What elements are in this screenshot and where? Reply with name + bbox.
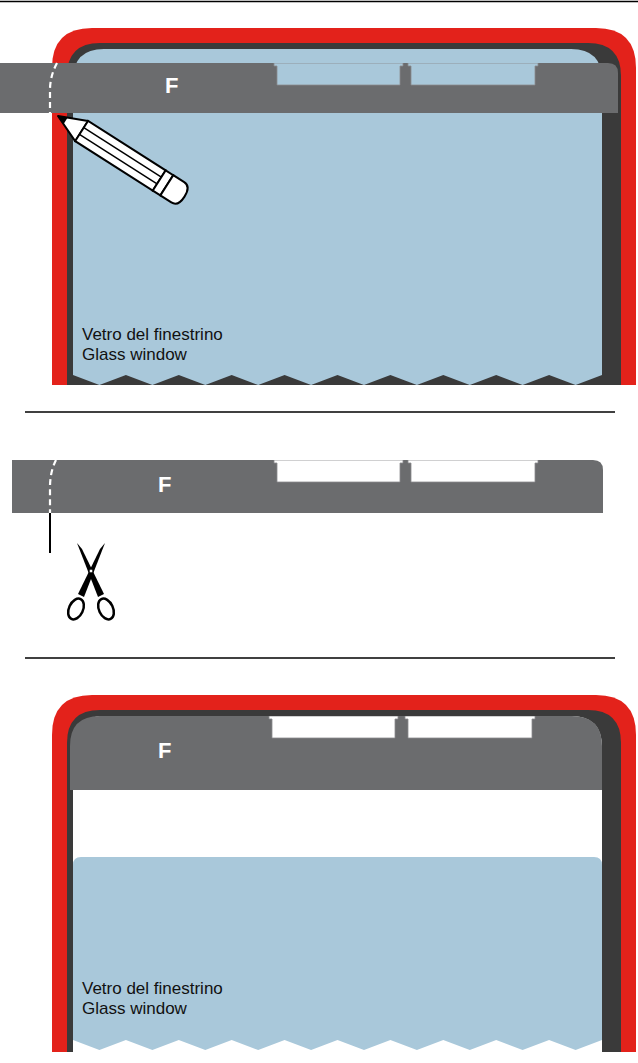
template-strip: F <box>70 716 602 790</box>
strip-outline <box>12 460 603 513</box>
strip-body <box>0 63 618 113</box>
strip-tab <box>405 716 535 738</box>
glass-label-group: Vetro del finestrinoGlass window <box>82 325 223 365</box>
door-frame-red <box>52 695 636 1052</box>
strip-outline <box>0 63 618 113</box>
strip-body <box>70 716 602 790</box>
glass-outline <box>73 857 602 1050</box>
strip-tab <box>274 460 403 482</box>
glass-label: Glass window <box>82 345 223 365</box>
strip-tab <box>269 716 398 738</box>
glass-label: Vetro del finestrino <box>82 325 223 345</box>
glass-label-group: Vetro del finestrinoGlass window <box>82 979 223 1019</box>
separator-line <box>25 411 615 413</box>
template-strip: F <box>12 460 603 513</box>
top-rule <box>0 1 638 3</box>
strip-letter: F <box>158 474 171 496</box>
strip-letter: F <box>165 75 178 97</box>
glass-window: Vetro del finestrinoGlass window <box>73 113 602 385</box>
strip-letter: F <box>158 740 171 762</box>
glass-label: Vetro del finestrino <box>82 979 223 999</box>
strip-tab <box>408 460 538 482</box>
glass-label: Glass window <box>82 999 223 1019</box>
glass-pane <box>73 113 602 385</box>
glass-pane <box>73 857 602 1050</box>
cut-line <box>49 513 51 553</box>
scissors-symbol <box>65 543 117 622</box>
strip-body <box>12 460 603 513</box>
separator-line <box>25 657 615 659</box>
strip-tab <box>408 63 538 85</box>
door-frame-seal <box>67 710 621 1052</box>
glass-window: Vetro del finestrinoGlass window <box>73 857 602 1050</box>
strip-outline <box>70 716 602 790</box>
strip-tab <box>274 63 403 85</box>
template-strip: F <box>0 63 618 113</box>
glass-outline <box>73 113 602 385</box>
